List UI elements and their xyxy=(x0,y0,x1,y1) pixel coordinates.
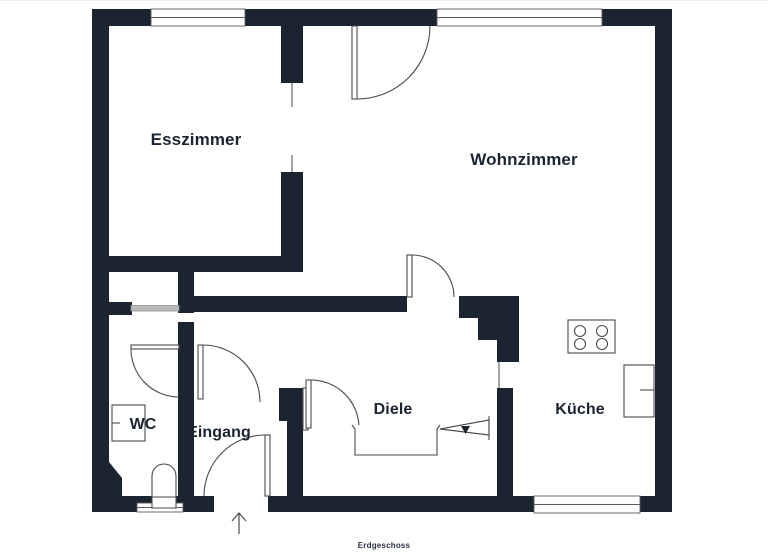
door-wc xyxy=(130,344,180,398)
window-bottom-kueche xyxy=(533,495,641,514)
wall-kueche-left xyxy=(497,296,519,318)
window-top-esszimmer xyxy=(150,8,246,27)
door-eingang-hall xyxy=(197,344,261,403)
doors-group xyxy=(130,25,455,497)
wall-diele-kueche xyxy=(497,388,513,496)
room-label-diele: Diele xyxy=(374,401,413,418)
wall-wc-right-upper xyxy=(178,272,194,313)
window-top-wohnzimmer xyxy=(436,8,603,27)
entrance-arrow-up xyxy=(231,512,247,534)
fridge-icon xyxy=(623,364,655,418)
stove-icon xyxy=(567,319,616,354)
wall-esszimmer-bottom xyxy=(109,256,303,272)
door-entry xyxy=(203,434,271,497)
wall-esszimmer-right-lower xyxy=(281,172,303,264)
floor-caption: Erdgeschoss xyxy=(358,541,411,550)
wall-bottom-mid xyxy=(268,496,535,512)
wall-right-outer xyxy=(655,9,672,512)
fixtures-group xyxy=(111,319,655,509)
wall-esszimmer-right-upper xyxy=(281,26,303,83)
room-label-esszimmer: Esszimmer xyxy=(151,130,242,149)
wall-eingang-diele-lower xyxy=(287,421,303,496)
sink-icon xyxy=(111,404,146,442)
wall-wc-left-stub xyxy=(109,302,132,315)
wall-bottom-right xyxy=(639,496,672,512)
closet-niche xyxy=(351,424,441,456)
top-divider xyxy=(0,0,768,1)
door-wohnzimmer-diele xyxy=(406,254,455,298)
room-label-wohnzimmer: Wohnzimmer xyxy=(470,150,578,169)
wall-step-b xyxy=(478,318,519,340)
window-wc-left xyxy=(130,305,180,312)
wall-wohnzimmer-bottom-left xyxy=(287,296,407,312)
walls-group xyxy=(92,9,672,512)
toilet-icon xyxy=(151,463,177,509)
wall-diele-top-left xyxy=(194,296,287,312)
door-diele-left xyxy=(305,379,360,429)
room-labels-group: Esszimmer Wohnzimmer WC Eingang Diele Kü… xyxy=(130,130,605,441)
wall-top-right xyxy=(601,9,672,26)
folding-door-icon xyxy=(439,416,490,440)
room-label-eingang: Eingang xyxy=(187,424,251,441)
wall-step-c xyxy=(497,340,519,362)
room-label-wc: WC xyxy=(130,416,157,433)
door-wohnzimmer-top xyxy=(351,25,431,100)
wall-left-outer xyxy=(92,9,109,496)
wall-wc-right-lower xyxy=(178,322,194,496)
wall-top-mid xyxy=(244,9,438,26)
wall-eingang-stub xyxy=(279,388,303,421)
room-label-kueche: Küche xyxy=(555,401,604,418)
door-markers-group xyxy=(291,83,500,388)
